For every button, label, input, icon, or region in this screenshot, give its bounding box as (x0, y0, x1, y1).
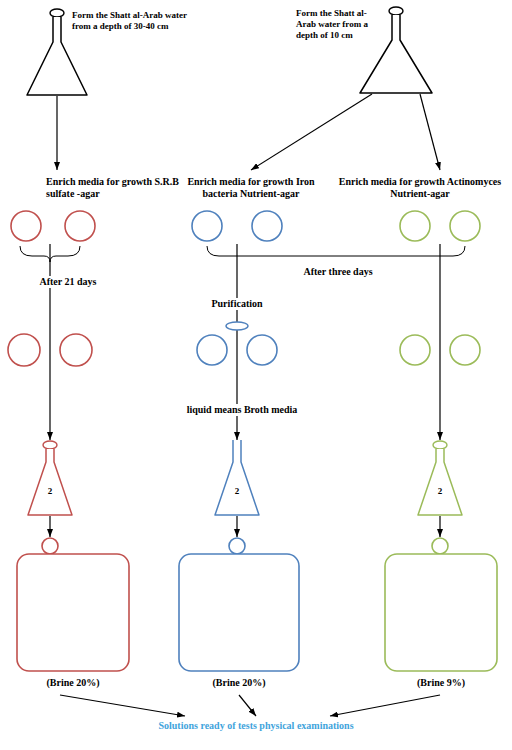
petri-dish-pair (6, 208, 190, 244)
node-text: Enrich media for growth Iron bacteria Nu… (176, 176, 326, 200)
flow-arrow (60, 695, 185, 716)
flow-arrow (439, 516, 440, 537)
petri-dish (400, 335, 430, 365)
bottle-cap (229, 538, 245, 554)
step-label: liquid means Broth media (184, 404, 301, 416)
flow-arrow (49, 244, 50, 440)
flask-node: Form the Shatt al-Arab water from a dept… (296, 6, 446, 94)
petri-dish-pair (176, 208, 326, 244)
node-text: (Brine 9%) (384, 677, 498, 689)
step-label: After three days (300, 266, 375, 278)
flask-body (28, 449, 72, 515)
flask-outline (25, 440, 75, 516)
brine-bottle (178, 537, 300, 673)
flask-body (215, 440, 259, 515)
petri-dish (60, 334, 92, 366)
flask-node: 2 (415, 440, 465, 516)
bottle-body (17, 554, 129, 671)
flask-node: Form the Shatt al-Arab water from a dept… (20, 8, 200, 96)
grouping-brace (20, 246, 80, 262)
bottle-cap (42, 538, 58, 554)
flask-stopper (43, 441, 57, 449)
brine-bottle (16, 537, 130, 673)
petri-dish (197, 335, 227, 365)
flask-number: 2 (212, 486, 262, 497)
petri-dish (252, 211, 282, 241)
bottle-body (179, 554, 299, 671)
flow-arrow (49, 516, 50, 537)
petri-dish (450, 335, 480, 365)
flask-node: 2 (212, 440, 262, 516)
culture-node: Enrich media for growth S.R.B sulfate -a… (6, 170, 190, 244)
culture-node: Enrich media for growth Actinomyces Nutr… (332, 170, 508, 244)
grouping-brace (207, 246, 465, 256)
bottle-node: (Brine 9%) (384, 537, 498, 695)
node-text: Enrich media for growth S.R.B sulfate -a… (46, 176, 190, 200)
purification-dish (226, 322, 248, 330)
step-label: Purification (208, 298, 265, 310)
flask-number: 2 (25, 486, 75, 497)
flow-arrow (236, 516, 237, 537)
flow-arrow (251, 94, 372, 170)
node-text: Form the Shatt al-Arab water from a dept… (296, 8, 376, 41)
flask-body (418, 449, 462, 515)
petri-dish (11, 211, 41, 241)
flask-stopper (433, 441, 447, 449)
flask-number: 2 (415, 486, 465, 497)
bottle-node: (Brine 20%) (178, 537, 300, 695)
brine-bottle (384, 537, 498, 673)
flask-stopper (389, 7, 403, 15)
flow-arrow (239, 695, 256, 716)
bottle-cap (432, 538, 448, 554)
petri-dish-pair (332, 208, 508, 244)
culture-node: Enrich media for growth Iron bacteria Nu… (176, 170, 326, 244)
flask-node: 2 (25, 440, 75, 516)
petri-dish (247, 335, 277, 365)
node-text: Solutions ready of tests physical examin… (90, 720, 422, 732)
petri-dish (65, 211, 95, 241)
node-text: (Brine 20%) (178, 677, 300, 689)
bottle-node: (Brine 20%) (16, 537, 130, 695)
flask-outline (415, 440, 465, 516)
step-label: After 21 days (36, 276, 99, 288)
flask-outline (212, 440, 262, 516)
petri-dish (8, 334, 40, 366)
flow-arrow (420, 94, 440, 170)
petri-dish (192, 211, 222, 241)
flow-arrow (56, 96, 57, 170)
result-node: Solutions ready of tests physical examin… (90, 716, 422, 736)
flow-arrow (330, 695, 440, 716)
petri-dish (400, 211, 430, 241)
flask-body (360, 15, 432, 93)
flow-arrow (439, 244, 440, 440)
bottle-body (385, 554, 497, 671)
flask-stopper (50, 9, 64, 17)
node-text: Enrich media for growth Actinomyces Nutr… (332, 176, 508, 200)
petri-dish (450, 211, 480, 241)
node-text: Form the Shatt al-Arab water from a dept… (72, 10, 190, 32)
node-text: (Brine 20%) (16, 677, 130, 689)
